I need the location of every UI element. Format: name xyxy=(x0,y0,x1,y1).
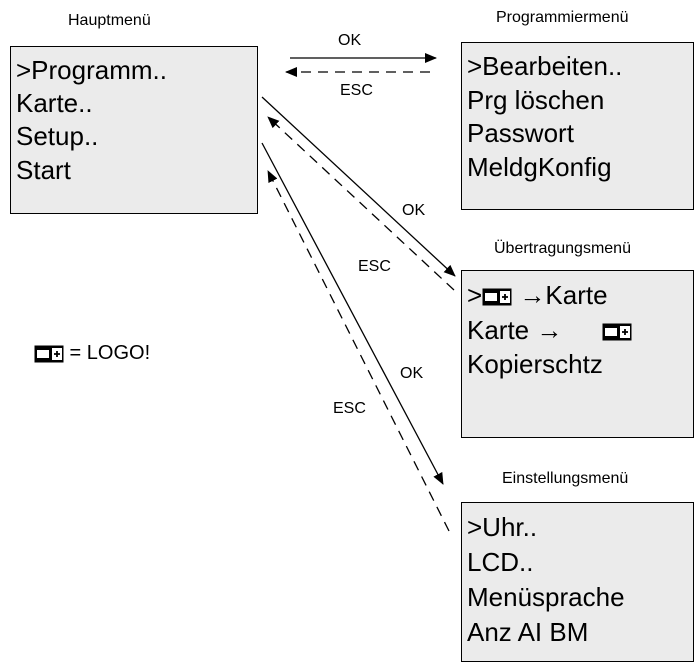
label-ok-program: OK xyxy=(338,32,362,49)
transfer-line2-prefix: Karte → xyxy=(467,315,563,345)
logo-module-icon xyxy=(602,323,632,341)
transfer-line1-prefix: > xyxy=(467,280,483,310)
esc-arrow-settings xyxy=(267,170,450,532)
main-menu-item-start: Start xyxy=(16,155,71,185)
program-menu-caption: Programmiermenü xyxy=(496,9,629,26)
transfer-menu-item-from-card: Karte → xyxy=(467,316,632,344)
settings-menu-item-language: Menüsprache xyxy=(467,582,625,612)
label-ok-settings: OK xyxy=(400,365,424,382)
settings-menu-item-lcd: LCD.. xyxy=(467,547,534,577)
program-menu-item-msgconfig: MeldgKonfig xyxy=(467,152,612,182)
esc-arrow-transfer xyxy=(267,116,455,291)
program-menu-item-delete: Prg löschen xyxy=(467,85,605,115)
settings-menu-item-clock: >Uhr.. xyxy=(467,512,538,542)
program-menu-item-edit: >Bearbeiten.. xyxy=(467,51,623,81)
transfer-line1-suffix: →Karte xyxy=(512,280,608,310)
label-esc-settings: ESC xyxy=(333,400,366,417)
program-menu-item-password: Passwort xyxy=(467,118,574,148)
settings-menu-box: >Uhr.. LCD.. Menüsprache Anz AI BM xyxy=(461,502,694,662)
main-menu-item-card: Karte.. xyxy=(16,88,93,118)
logo-module-icon xyxy=(34,345,64,363)
legend-text: = LOGO! xyxy=(64,342,151,364)
main-menu-item-program: >Programm.. xyxy=(16,55,167,85)
settings-menu-caption: Einstellungsmenü xyxy=(502,470,629,487)
ok-arrow-settings xyxy=(261,142,444,485)
settings-menu-item-ai-bm: Anz AI BM xyxy=(467,617,589,647)
label-esc-program: ESC xyxy=(340,82,373,99)
legend: = LOGO! xyxy=(34,342,150,365)
label-esc-transfer: ESC xyxy=(358,258,391,275)
transfer-menu-item-to-card: > →Karte xyxy=(467,281,608,309)
transfer-menu-box: > →Karte Karte → Kopierschtz xyxy=(461,270,694,438)
ok-arrow-transfer xyxy=(261,96,456,277)
main-menu-box: >Programm.. Karte.. Setup.. Start xyxy=(10,46,258,214)
main-menu-item-setup: Setup.. xyxy=(16,121,99,151)
label-ok-transfer: OK xyxy=(402,202,426,219)
logo-module-icon xyxy=(482,288,512,306)
main-menu-caption: Hauptmenü xyxy=(68,12,151,29)
transfer-menu-caption: Übertragungsmenü xyxy=(494,240,631,257)
transfer-menu-item-copyprotect: Kopierschtz xyxy=(467,349,603,379)
program-menu-box: >Bearbeiten.. Prg löschen Passwort Meldg… xyxy=(461,42,694,210)
